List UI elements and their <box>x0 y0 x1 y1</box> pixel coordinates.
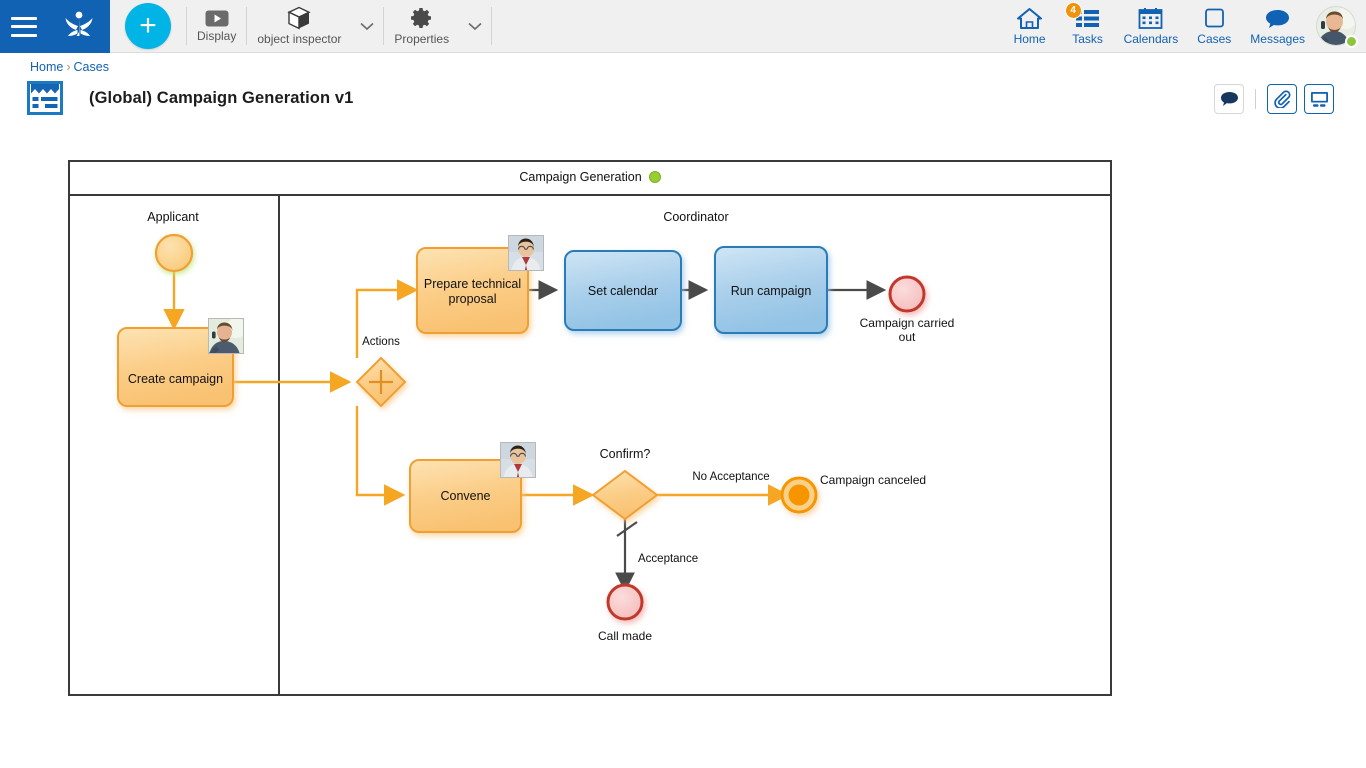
avatar-create-campaign <box>208 318 244 354</box>
display-label: Display <box>197 28 237 43</box>
breadcrumb-home[interactable]: Home <box>30 60 64 74</box>
lane-divider <box>278 196 280 696</box>
nav-label-tasks: Tasks <box>1072 31 1103 46</box>
toolbar-divider-2 <box>246 7 248 45</box>
page-title-row: (Global) Campaign Generation v1 <box>25 78 353 118</box>
avatar-convene <box>500 442 536 478</box>
toolbar-divider-1 <box>186 7 187 45</box>
nav-item-calendars[interactable]: Calendars <box>1117 0 1186 52</box>
monitor-icon <box>1310 91 1328 107</box>
title-action-bar <box>1214 84 1334 114</box>
nav-item-messages[interactable]: Messages <box>1243 0 1312 52</box>
nav-item-cases[interactable]: Cases <box>1185 0 1243 52</box>
bizagi-logo-icon[interactable] <box>59 10 99 44</box>
toolbar-divider-3 <box>383 7 385 45</box>
speech-bubble-icon <box>1220 92 1238 106</box>
top-toolbar: + Display object inspector Properties <box>0 0 1366 53</box>
pool-header: Campaign Generation <box>68 160 1112 196</box>
breadcrumb-cases[interactable]: Cases <box>73 60 109 74</box>
create-new-button[interactable]: + <box>125 3 171 49</box>
toolbar-divider-4 <box>491 7 493 45</box>
properties-label: Properties <box>394 32 450 47</box>
object-inspector-chevron-down-icon[interactable] <box>351 0 383 52</box>
process-diagram-canvas[interactable]: Campaign Generation Applicant Coordinato… <box>68 160 1112 696</box>
attachments-button[interactable] <box>1267 84 1297 114</box>
object-inspector-icon <box>287 6 312 30</box>
comments-button[interactable] <box>1214 84 1244 114</box>
calendar-icon <box>1139 7 1163 29</box>
messages-icon <box>1266 9 1290 28</box>
lane-label-applicant: Applicant <box>147 210 199 224</box>
home-icon <box>1017 7 1043 29</box>
paperclip-icon <box>1274 90 1291 108</box>
breadcrumb-separator: › <box>66 60 71 74</box>
display-view-button[interactable] <box>1304 84 1334 114</box>
nav-item-home[interactable]: Home <box>1001 0 1059 52</box>
toolbar-spacer <box>492 0 1000 52</box>
nav-label-cases: Cases <box>1197 31 1232 46</box>
object-inspector-label: object inspector <box>257 32 342 47</box>
display-icon <box>205 10 229 27</box>
nav-label-messages: Messages <box>1250 31 1305 46</box>
process-document-icon <box>27 81 63 115</box>
properties-chevron-down-icon[interactable] <box>459 0 491 52</box>
avatar-prepare-technical-proposal <box>508 235 544 271</box>
user-menu[interactable] <box>1312 0 1366 52</box>
status-badge <box>1345 35 1358 48</box>
display-button[interactable]: Display <box>187 0 246 52</box>
nav-label-calendars: Calendars <box>1123 31 1179 46</box>
properties-gear-icon <box>410 8 431 29</box>
pool-name: Campaign Generation <box>519 170 642 184</box>
tasks-badge: 4 <box>1064 2 1082 19</box>
object-inspector-button[interactable]: object inspector <box>247 0 351 52</box>
lane-label-coordinator: Coordinator <box>663 210 729 224</box>
pool-status-dot <box>648 171 661 183</box>
nav-label-home: Home <box>1013 31 1046 46</box>
nav-item-tasks[interactable]: 4 Tasks <box>1059 0 1117 52</box>
create-new-container: + <box>110 0 186 52</box>
breadcrumb: Home›Cases <box>30 60 109 74</box>
pool <box>68 160 1112 696</box>
brand-panel <box>0 0 110 53</box>
action-divider <box>1255 89 1256 109</box>
page-title: (Global) Campaign Generation v1 <box>89 88 354 107</box>
properties-button[interactable]: Properties <box>384 0 459 52</box>
hamburger-menu-icon[interactable] <box>11 16 37 37</box>
diagram-shapes <box>117 233 926 621</box>
cases-icon <box>1204 8 1224 27</box>
